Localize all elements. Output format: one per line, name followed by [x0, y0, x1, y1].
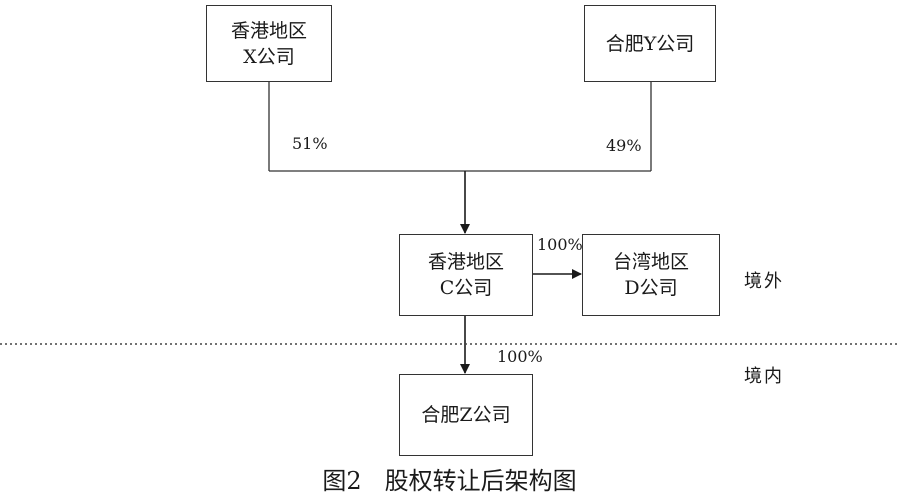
c-company-line2: C公司: [439, 277, 493, 299]
z-company-line1: 合肥Z公司: [421, 404, 511, 426]
x-company-box: 香港地区 X公司: [206, 5, 332, 82]
figure-caption: 图2 股权转让后架构图: [322, 467, 577, 495]
d-company-line1: 台湾地区: [612, 251, 689, 273]
d-company-box: 台湾地区 D公司: [582, 234, 720, 316]
x-company-line2: X公司: [243, 45, 295, 68]
region-domestic-label: 境内: [744, 366, 784, 387]
y-company-line1: 合肥Y公司: [605, 32, 695, 55]
c-company-box: 香港地区 C公司: [399, 234, 533, 316]
x-company-line1: 香港地区: [230, 19, 307, 42]
z-company-box: 合肥Z公司: [399, 374, 533, 456]
ownership-x-to-c-label: 51%: [292, 134, 328, 153]
ownership-y-to-c-label: 49%: [606, 136, 642, 155]
region-abroad-label: 境外: [744, 271, 784, 292]
ownership-c-to-z-label: 100%: [497, 347, 543, 366]
ownership-c-to-d-label: 100%: [537, 235, 583, 254]
c-company-line1: 香港地区: [427, 251, 504, 273]
d-company-line2: D公司: [624, 277, 678, 299]
y-company-box: 合肥Y公司: [584, 5, 716, 82]
